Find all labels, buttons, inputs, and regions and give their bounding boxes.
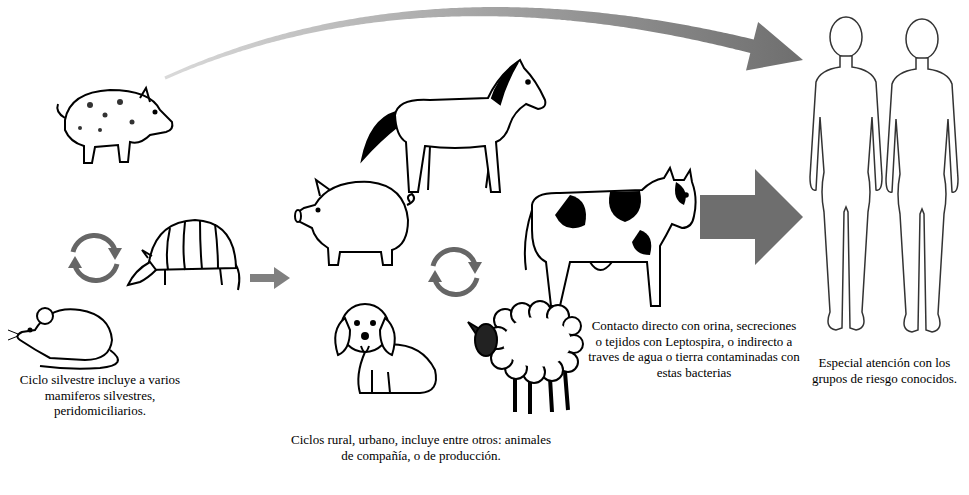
sheep: [503, 317, 571, 367]
pig: [407, 194, 414, 205]
block-arrow: [250, 267, 290, 289]
caption-text: Especial atención con los grupos de ries…: [807, 355, 962, 386]
pig: [317, 209, 320, 212]
cow: [525, 210, 532, 270]
cow: [532, 168, 696, 306]
block-arrow: [700, 169, 803, 265]
sheep: [475, 324, 497, 356]
cycle-symbol: [68, 235, 122, 280]
puppy: [335, 304, 436, 393]
horse: [362, 60, 545, 192]
puppy: [362, 333, 368, 339]
rat: [37, 308, 53, 324]
pig: [296, 182, 408, 265]
armadillo: [148, 220, 236, 270]
cow: [684, 193, 688, 197]
pig: [295, 210, 301, 222]
cow: [632, 230, 651, 255]
curved-arrow: [164, 7, 803, 79]
cycle-symbol: [428, 249, 482, 294]
puppy: [355, 321, 359, 325]
armadillo: [167, 221, 218, 270]
pig: [295, 180, 414, 265]
wild-boar: [154, 111, 157, 114]
rat: [17, 309, 112, 360]
pig: [316, 180, 330, 196]
wild-boar: [87, 102, 93, 108]
wild-boar: [130, 120, 135, 125]
cow: [525, 168, 696, 306]
cow: [555, 195, 586, 228]
horse: [428, 142, 492, 190]
puppy: [371, 321, 375, 325]
armadillo: [128, 220, 239, 290]
wild-boar: [117, 99, 123, 105]
wild-boar: [65, 90, 172, 163]
cow: [590, 262, 612, 270]
horse: [526, 80, 530, 84]
wild-boar: [140, 88, 150, 102]
armadillo: [165, 268, 222, 285]
human-figure: [810, 17, 882, 330]
puppy: [361, 346, 369, 352]
risk-group: Especial atención con los grupos de ries…: [803, 5, 965, 390]
horse: [395, 60, 545, 192]
wild-boar: [103, 113, 108, 118]
human-figure: [886, 19, 958, 332]
rat: [8, 308, 118, 369]
wild-boar: [98, 128, 102, 132]
wild-boar: [78, 126, 82, 130]
horse: [362, 112, 398, 160]
wild-boar: [57, 104, 65, 118]
armadillo: [142, 250, 152, 258]
wild-boar: [57, 88, 172, 163]
domestic-cycle-group: Ciclos rural, urbano, incluye entre otro…: [290, 55, 700, 467]
puppy: [380, 318, 395, 355]
wild-cycle-group: Ciclo silvestre incluye a varios mamifer…: [5, 78, 250, 423]
caption-text: Ciclos rural, urbano, incluye entre otro…: [290, 432, 552, 463]
edge-label: Contacto directo con orina, secreciones …: [588, 318, 800, 380]
armadillo: [128, 262, 156, 285]
puppy: [372, 370, 390, 393]
puppy: [335, 318, 350, 355]
rat: [29, 329, 32, 332]
horse: [492, 62, 518, 104]
sheep: [468, 301, 583, 414]
cow: [609, 191, 641, 222]
rat: [8, 330, 18, 340]
caption-text: Ciclo silvestre incluye a varios mamifer…: [15, 372, 185, 419]
